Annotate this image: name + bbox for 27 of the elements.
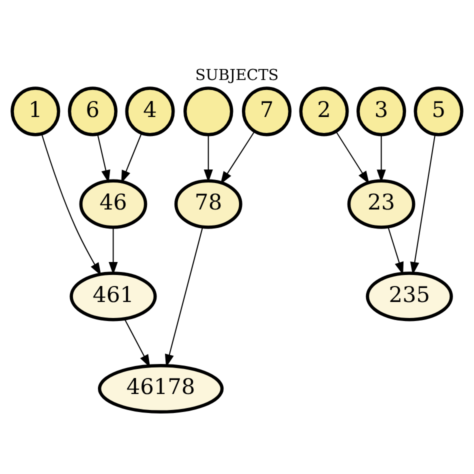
arrow (108, 226, 118, 274)
arrow (97, 133, 110, 182)
node-ellipse: 78 (174, 178, 242, 228)
node-circle: 7 (242, 86, 292, 136)
arrow (121, 132, 142, 183)
node-ellipse: 235 (366, 271, 453, 321)
node-circle: 1 (10, 86, 60, 136)
arrow (124, 318, 150, 368)
arrow (220, 130, 256, 184)
node-ellipse: 23 (347, 178, 416, 228)
node-circle: 4 (125, 86, 175, 136)
node-circle: 6 (68, 86, 118, 136)
node-ellipse: 46178 (98, 363, 224, 414)
arrow (41, 132, 102, 276)
arrow (204, 134, 213, 182)
arrow (410, 134, 436, 274)
node-ellipse: 46 (79, 178, 148, 228)
node-circle: 3 (356, 86, 406, 136)
node-circle: 5 (414, 86, 464, 136)
arrow (164, 226, 204, 367)
arrow (387, 226, 404, 275)
diagram-title: SUBJECTS (195, 65, 279, 84)
arrow (376, 134, 386, 182)
arrow (335, 130, 370, 184)
node-circle (183, 86, 234, 136)
node-circle: 2 (299, 86, 349, 136)
node-ellipse: 461 (70, 271, 157, 321)
